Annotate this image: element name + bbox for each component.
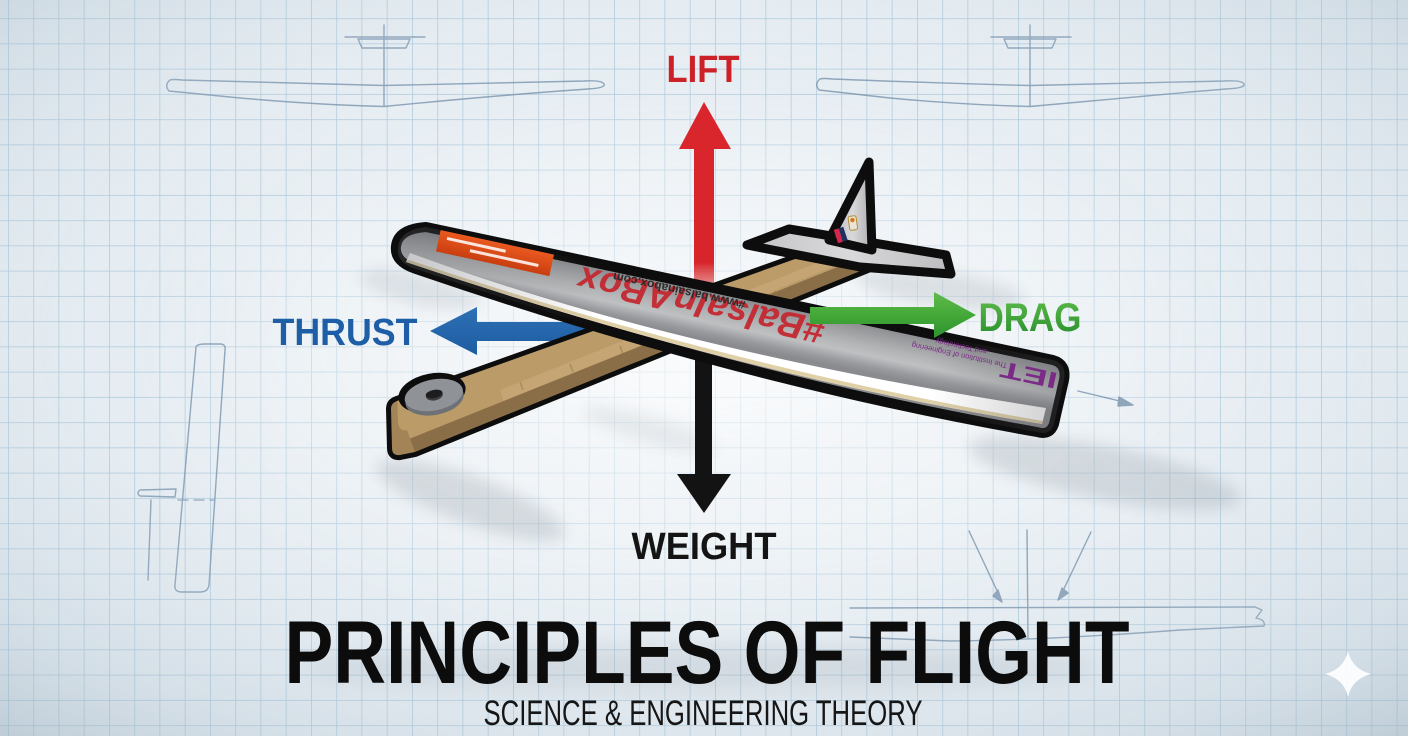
svg-text:LIFT: LIFT bbox=[667, 49, 740, 91]
svg-text:DRAG: DRAG bbox=[979, 296, 1082, 340]
svg-text:PRINCIPLES OF FLIGHT: PRINCIPLES OF FLIGHT bbox=[285, 602, 1130, 702]
svg-text:SCIENCE & ENGINEERING THEORY: SCIENCE & ENGINEERING THEORY bbox=[484, 694, 923, 733]
svg-text:WEIGHT: WEIGHT bbox=[632, 526, 777, 568]
svg-text:THRUST: THRUST bbox=[273, 312, 418, 354]
